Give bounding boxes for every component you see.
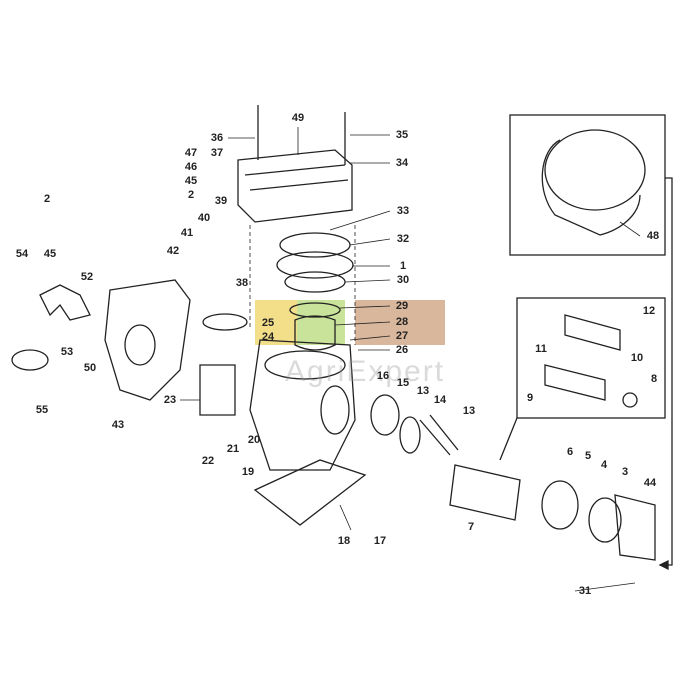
- label-8: 8: [650, 373, 658, 385]
- label-53: 53: [60, 346, 74, 358]
- label-9: 9: [526, 392, 534, 404]
- label-16: 16: [376, 370, 390, 382]
- label-11: 11: [535, 343, 547, 355]
- part-11-valve: [564, 314, 621, 351]
- part-23-filter: [199, 364, 236, 416]
- label-25: 25: [261, 317, 275, 329]
- arrow-line-right: [660, 177, 673, 566]
- part-7-shaft: [449, 464, 521, 521]
- label-18: 18: [337, 535, 351, 547]
- part-48-body: [541, 139, 641, 236]
- label-19: 19: [241, 466, 255, 478]
- label-38: 38: [235, 277, 249, 289]
- label-40: 40: [197, 212, 211, 224]
- assembly-dashed-lines: [249, 225, 356, 345]
- label-46: 46: [184, 161, 198, 173]
- part-8-ring: [622, 392, 638, 408]
- part-15-washer: [399, 416, 421, 454]
- part-43-head: [104, 279, 191, 401]
- label-12: 12: [642, 305, 656, 317]
- label-2-left: 2: [43, 193, 51, 205]
- part-49-fins: [244, 164, 349, 191]
- part-3-seal: [588, 497, 622, 543]
- watermark-block-tan: [355, 300, 445, 345]
- label-14: 14: [433, 394, 447, 406]
- part-28-piston: [294, 315, 336, 351]
- label-44: 44: [643, 477, 657, 489]
- label-50: 50: [83, 362, 97, 374]
- label-26: 26: [395, 344, 409, 356]
- part-44-flange: [614, 494, 656, 561]
- label-17: 17: [373, 535, 387, 547]
- crankcase-bore: [264, 350, 346, 380]
- label-34: 34: [395, 157, 409, 169]
- label-29: 29: [395, 300, 409, 312]
- label-20: 20: [247, 434, 261, 446]
- label-39: 39: [214, 195, 228, 207]
- label-21: 21: [226, 443, 240, 455]
- label-22: 22: [201, 455, 215, 467]
- label-54: 54: [15, 248, 29, 260]
- label-27: 27: [395, 330, 409, 342]
- label-32: 32: [396, 233, 410, 245]
- label-5: 5: [584, 450, 592, 462]
- part-25-cap: [202, 313, 248, 331]
- label-47: 47: [184, 147, 198, 159]
- label-3: 3: [621, 466, 629, 478]
- label-7: 7: [467, 521, 475, 533]
- watermark-text: AgriExpert: [285, 355, 446, 388]
- watermark-block-yellow: [255, 300, 297, 345]
- label-10: 10: [630, 352, 644, 364]
- label-55: 55: [35, 404, 49, 416]
- label-31: 31: [578, 585, 592, 597]
- label-42: 42: [166, 245, 180, 257]
- label-15: 15: [396, 377, 410, 389]
- label-52: 52: [80, 271, 94, 283]
- label-2: 2: [187, 189, 195, 201]
- part-19-crankcase: [249, 339, 356, 471]
- part-1-ring: [276, 251, 354, 279]
- label-35: 35: [395, 129, 409, 141]
- inset-box-48: [509, 114, 666, 256]
- part-14-conrod: [419, 414, 459, 456]
- part-48-rim: [544, 129, 646, 211]
- label-49: 49: [291, 112, 305, 124]
- part-16-bearing: [370, 394, 400, 436]
- label-45: 45: [184, 175, 198, 187]
- label-1: 1: [399, 260, 407, 272]
- label-33: 33: [396, 205, 410, 217]
- label-45-left: 45: [43, 248, 57, 260]
- label-30: 30: [396, 274, 410, 286]
- label-37: 37: [210, 147, 224, 159]
- label-13: 13: [416, 385, 430, 397]
- part-32-diaphragm: [279, 232, 351, 258]
- inset-box-valves: [516, 297, 666, 419]
- label-6: 6: [566, 446, 574, 458]
- arrow-head: [658, 559, 669, 571]
- label-4: 4: [600, 459, 608, 471]
- label-48: 48: [646, 230, 660, 242]
- part-54-elbow: [39, 284, 91, 321]
- label-24: 24: [261, 331, 275, 343]
- label-41: 41: [180, 227, 194, 239]
- label-36: 36: [210, 132, 224, 144]
- part-6-bearing: [541, 480, 579, 530]
- part-9-valve: [544, 364, 606, 401]
- label-28: 28: [395, 316, 409, 328]
- watermark-block-green: [297, 300, 345, 345]
- leader-lines: [180, 127, 641, 592]
- label-43: 43: [111, 419, 125, 431]
- label-23: 23: [163, 394, 177, 406]
- label-13-right: 13: [462, 405, 476, 417]
- part-30-ring: [284, 271, 346, 293]
- part-49-cover: [237, 149, 353, 223]
- head-port: [124, 324, 156, 366]
- part-18-base: [253, 459, 367, 526]
- part-29-ring: [289, 302, 341, 318]
- inset-pointer: [499, 417, 518, 461]
- part-55-nut: [11, 349, 49, 371]
- crankcase-port: [320, 385, 350, 435]
